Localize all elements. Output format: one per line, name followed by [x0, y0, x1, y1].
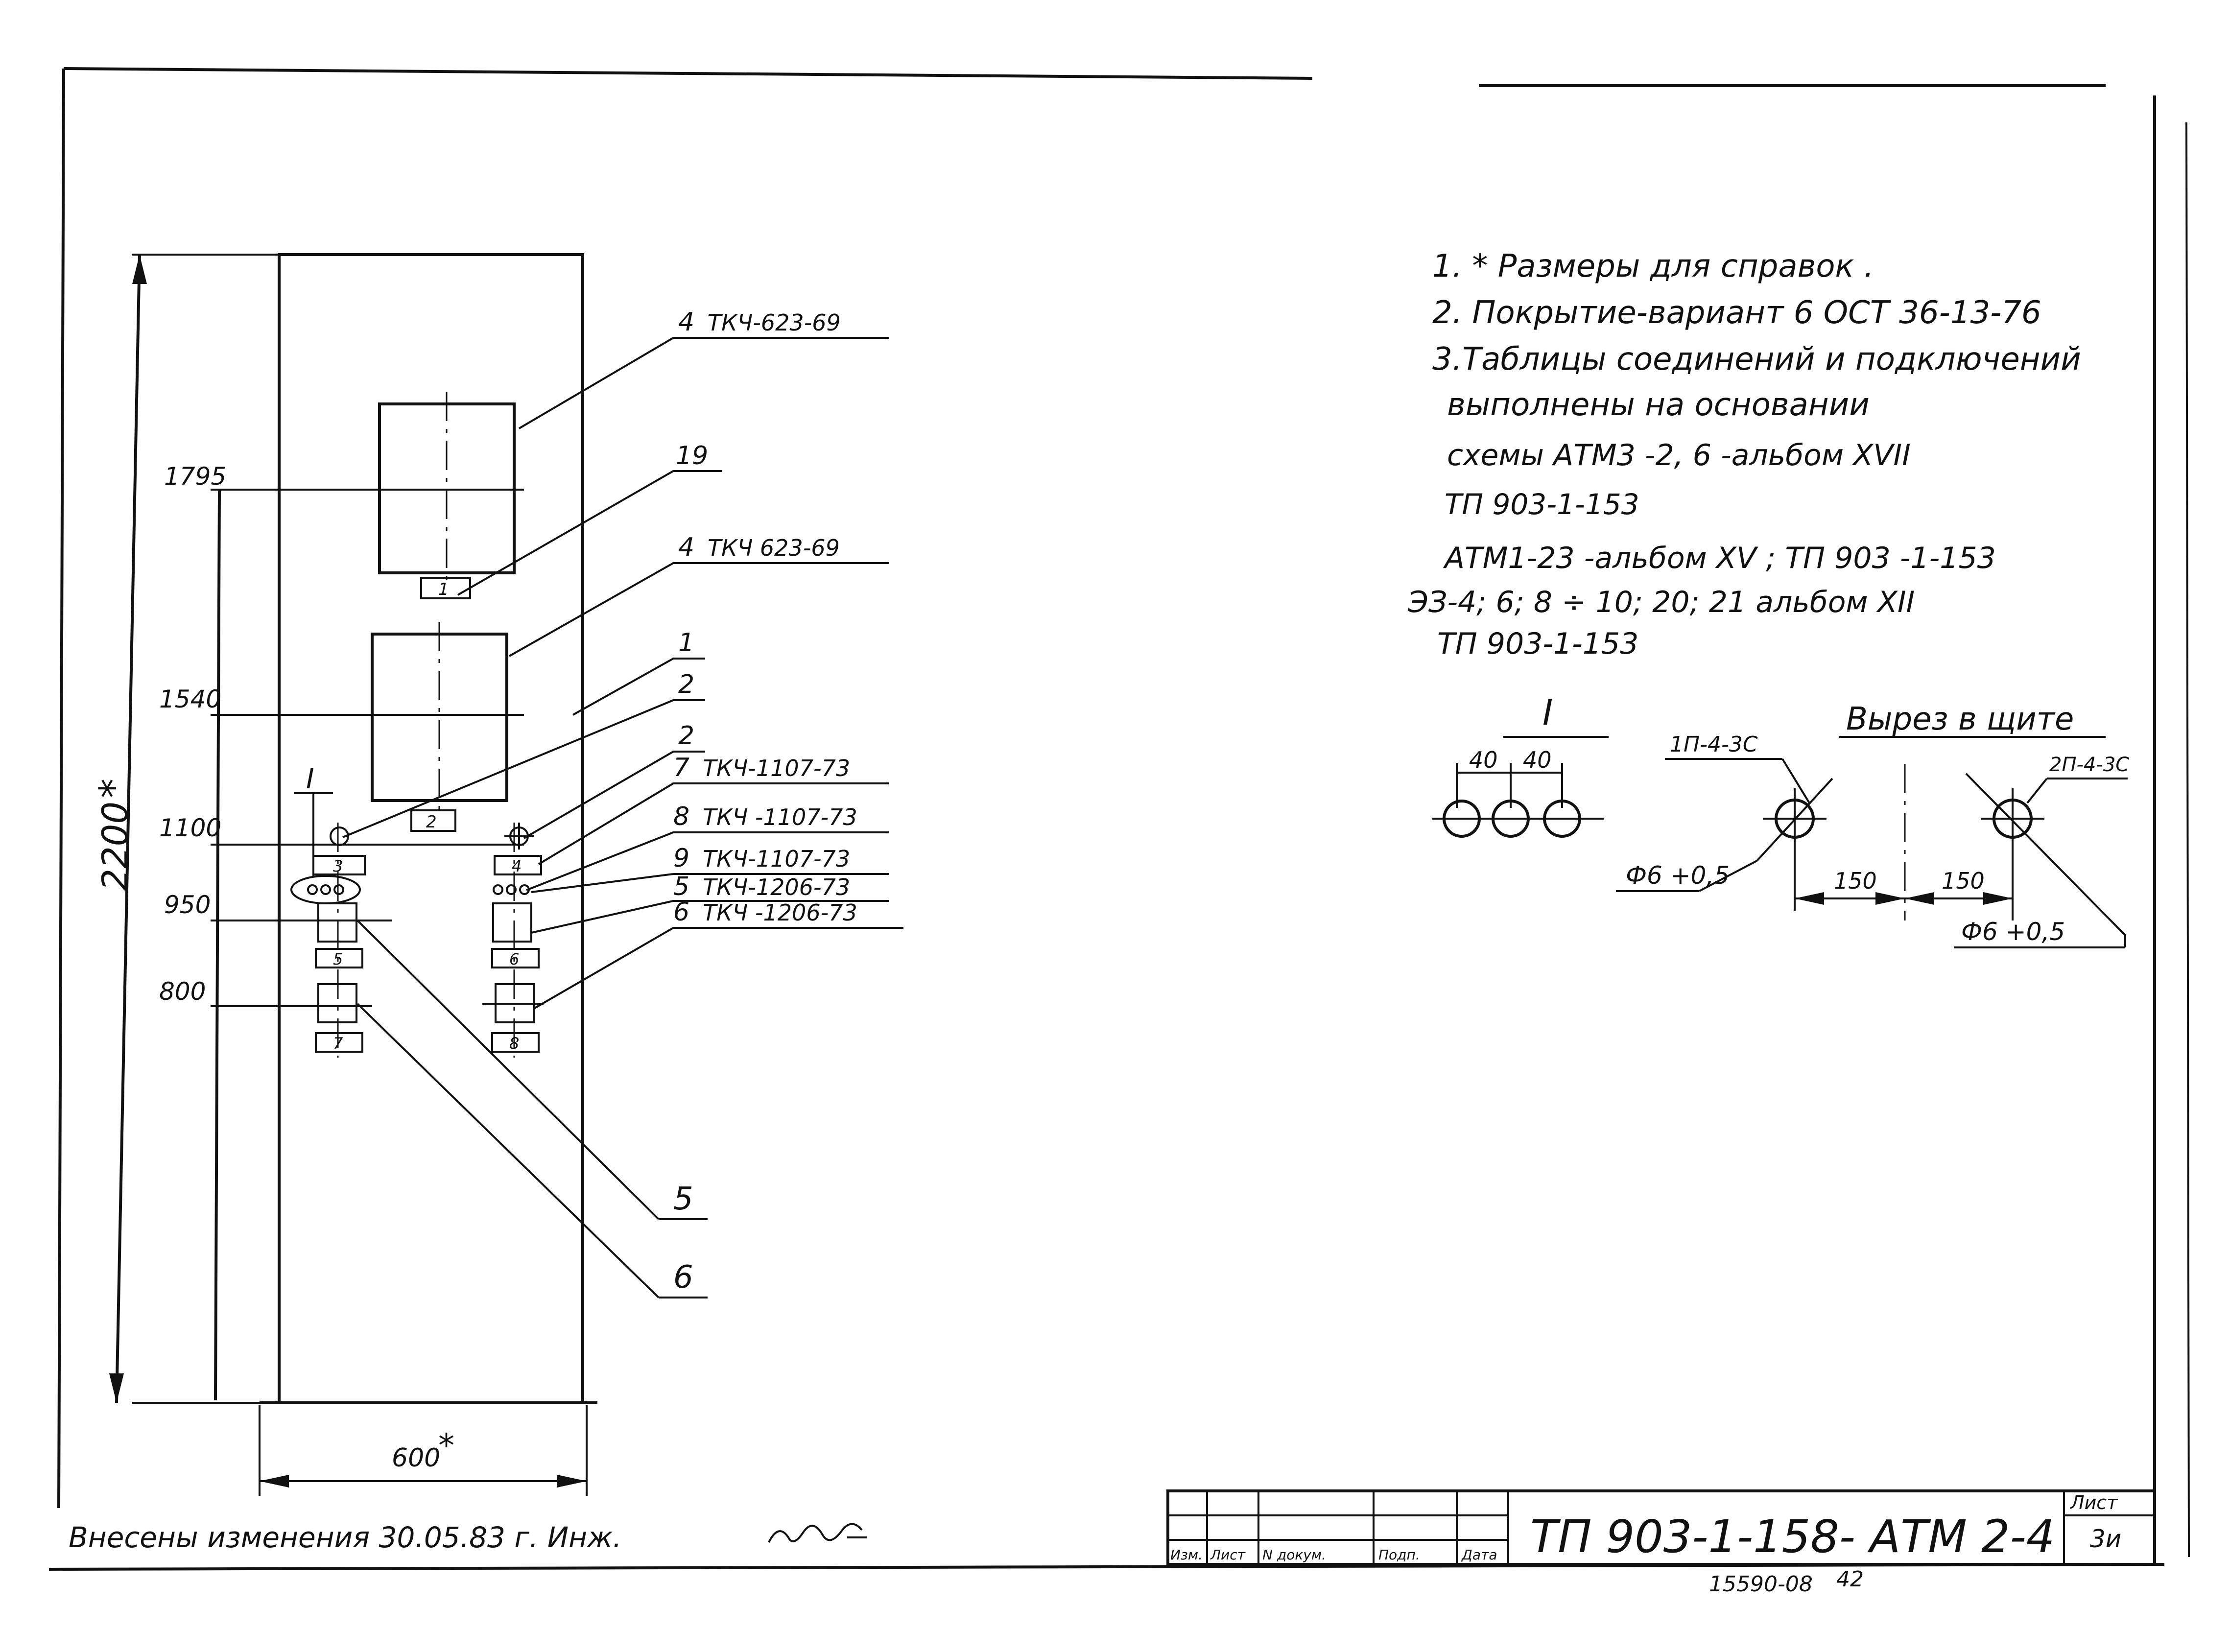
callout-9-num: 5 — [673, 872, 689, 901]
box-label-3: 3 — [333, 857, 343, 875]
callout-4-num: 2 — [678, 670, 694, 699]
title-col-podp: Подп. — [1378, 1547, 1420, 1563]
callout-6-code: ТКЧ-1107-73 — [703, 755, 850, 781]
bottom-num: 42 — [1836, 1567, 1864, 1592]
overall-height-dim: 2200 — [95, 802, 136, 891]
callout-2-code: ТКЧ 623-69 — [708, 535, 840, 561]
sheet-label: Лист — [2069, 1492, 2118, 1513]
callout-10-code: ТКЧ -1206-73 — [703, 899, 857, 926]
note-line-1: 1. * Размеры для справок . — [1432, 248, 1874, 284]
mark-1540: 1540 — [159, 685, 221, 713]
title-col-data: Дата — [1461, 1547, 1497, 1563]
note-line-9: ТП 903-1-153 — [1437, 627, 1638, 661]
callout-2-num: 4 — [678, 533, 694, 562]
cutout-spacing-1: 150 — [1834, 868, 1877, 894]
callout-8-code: ТКЧ-1107-73 — [703, 846, 850, 872]
cutout-ref-1: 1П-4-3С — [1670, 732, 1758, 757]
callout-0-num: 4 — [678, 307, 694, 337]
revision-note: Внесены изменения 30.05.83 г. Инж. — [69, 1521, 622, 1554]
note-line-8: ЭЗ-4; 6; 8 ÷ 10; 20; 21 альбом XII — [1407, 585, 1915, 619]
detail-dim-1: 40 — [1469, 747, 1498, 773]
panel-width-dim: 600 — [392, 1443, 440, 1473]
title-col-izm: Изм. — [1170, 1547, 1203, 1563]
title-block: Изм. Лист N докум. Подп. Дата ТП 903-1-1… — [1166, 1489, 2156, 1597]
sheet-value: 3и — [2090, 1525, 2121, 1553]
mark-800: 800 — [159, 977, 206, 1006]
callouts: 4 ТКЧ-623-69 19 4 ТКЧ 623-69 1 2 2 7 ТКЧ… — [342, 307, 903, 1298]
callout-3-num: 1 — [678, 628, 694, 658]
cutout-title: Вырез в щите — [1846, 701, 2074, 737]
note-line-3: 3.Таблицы соединений и подключений — [1432, 341, 2081, 378]
callout-9-code: ТКЧ-1206-73 — [703, 874, 850, 900]
note-line-7: АТМ1-23 -альбом XV ; ТП 903 -1-153 — [1443, 541, 1996, 575]
title-col-doc: N докум. — [1262, 1547, 1326, 1563]
detail-views: I 40 40 Вырез в щите 1П-4-3С 2П-4-3С Ф6 … — [1432, 692, 2129, 948]
callout-1-num: 19 — [676, 441, 708, 471]
note-line-6: ТП 903-1-153 — [1445, 488, 1639, 521]
cutout-hole-1: Ф6 +0,5 — [1626, 861, 1730, 890]
mark-1795: 1795 — [164, 462, 226, 491]
box-label-1: 1 — [438, 580, 449, 599]
detail-dim-2: 40 — [1523, 747, 1552, 773]
drawing-frame — [48, 67, 2190, 1571]
callout-10-num: 6 — [673, 897, 689, 927]
engineer-signature — [768, 1523, 867, 1543]
note-line-2: 2. Покрытие-вариант 6 ОСТ 36-13-76 — [1432, 295, 2041, 331]
callout-0-code: ТКЧ-623-69 — [708, 309, 841, 336]
bottom-code: 15590-08 — [1709, 1572, 1813, 1597]
title-col-list: Лист — [1210, 1547, 1246, 1563]
callout-7-code: ТКЧ -1107-73 — [703, 804, 857, 830]
callout-5-num: 2 — [678, 721, 694, 751]
callout-7-num: 8 — [673, 802, 689, 831]
box-label-4: 4 — [512, 857, 522, 875]
note-line-5: схемы АТМ3 -2, 6 -альбом XVII — [1447, 438, 1911, 472]
detail-title: I — [1542, 692, 1553, 733]
panel-view: 2200 * 600 * 1795 1540 1100 950 800 2 1 — [91, 253, 597, 1496]
box-label-2: 2 — [426, 812, 437, 832]
mark-1100: 1100 — [159, 814, 221, 842]
detail-mark-I: I — [306, 763, 314, 795]
mark-950: 950 — [164, 891, 211, 919]
lower-callout-6: 6 — [673, 1259, 693, 1296]
cutout-ref-2: 2П-4-3С — [2049, 754, 2129, 776]
panel-width-star: * — [438, 1427, 454, 1464]
notes-block: 1. * Размеры для справок . 2. Покрытие-в… — [1407, 248, 2081, 661]
lower-callout-5: 5 — [673, 1181, 693, 1217]
overall-height-star: * — [91, 779, 137, 798]
callout-6-num: 7 — [673, 753, 689, 782]
callout-8-num: 9 — [673, 844, 689, 873]
cutout-spacing-2: 150 — [1942, 868, 1985, 894]
doc-number: ТП 903-1-158- АТМ 2-4 — [1530, 1510, 2055, 1563]
cutout-hole-2: Ф6 +0,5 — [1961, 918, 2065, 946]
note-line-4: выполнены на основании — [1447, 387, 1870, 423]
